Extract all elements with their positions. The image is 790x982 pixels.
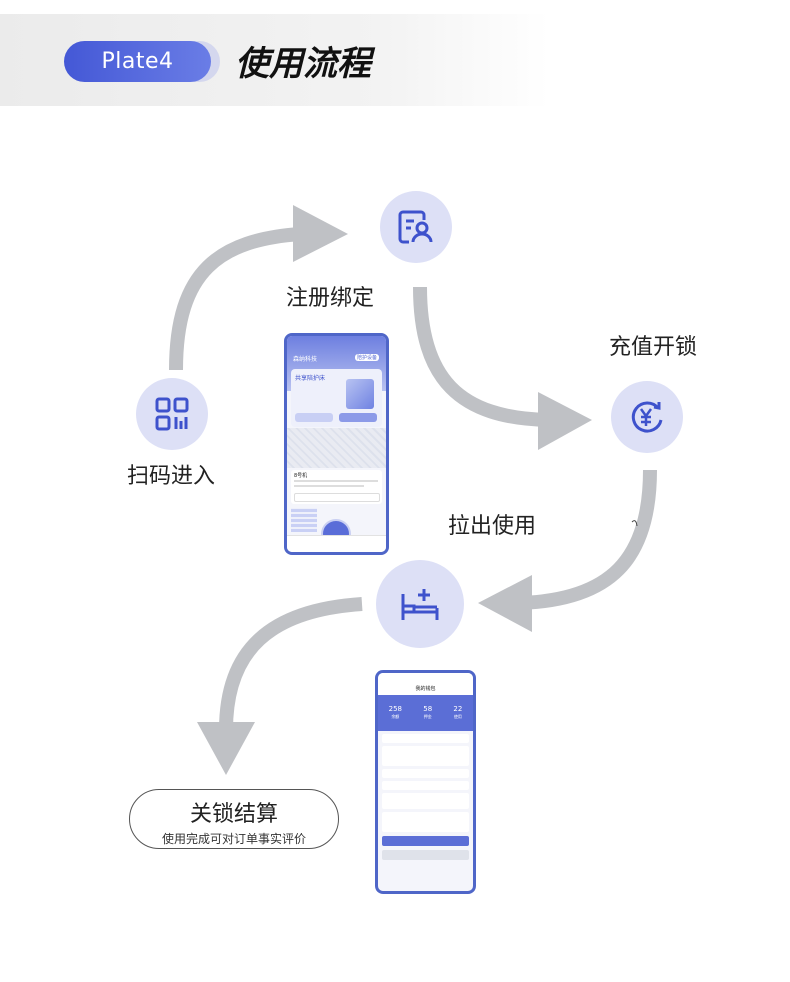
phone-order-statusbar	[378, 673, 473, 685]
phone-home-tabbar	[287, 535, 386, 552]
phone-home-chip-left	[295, 413, 333, 422]
arrowhead-recharge	[538, 392, 592, 450]
pullout-label: 拉出使用	[448, 514, 537, 539]
phone-home-button: 陪护设备	[355, 354, 380, 361]
id-card-user-icon	[398, 210, 433, 244]
phone-order-row	[382, 734, 469, 743]
arrow-scan-to-register	[169, 227, 301, 371]
phone-home-bed-no: 8号机	[294, 473, 308, 479]
phone-home-mockup: 森纳科技 陪护设备 共享陪护床 8号机	[284, 333, 389, 555]
phone-home-info-row	[294, 493, 380, 502]
phone-order-row	[382, 793, 469, 809]
phone-home-illustration	[346, 379, 374, 409]
phone-home-banner: 共享陪护床	[291, 369, 382, 427]
phone-order-row	[382, 769, 469, 778]
arrow-register-to-recharge	[413, 286, 549, 427]
register-step-circle	[380, 191, 452, 263]
phone-home-chip-right	[339, 413, 377, 422]
register-label: 注册绑定	[286, 286, 375, 311]
phone-home-banner-text: 共享陪护床	[295, 375, 326, 382]
recharge-label: 充值开锁	[609, 335, 698, 360]
arrowhead-end	[197, 722, 255, 775]
qr-code-icon	[155, 397, 189, 431]
arrowhead-register	[293, 205, 348, 262]
yen-cycle-icon	[631, 401, 663, 433]
arrowhead-pullout	[478, 575, 532, 632]
phone-order-title: 我的钱包	[378, 685, 473, 695]
pullout-step-circle	[376, 560, 464, 648]
arrow-recharge-to-pullout	[519, 469, 657, 610]
scan-label: 扫码进入	[127, 464, 216, 489]
phone-order-pay-options	[382, 746, 469, 766]
phone-home-thumb	[291, 508, 317, 532]
phone-home-info-line2	[294, 485, 364, 487]
end-step-subtitle: 使用完成可对订单事实评价	[161, 832, 306, 846]
phone-order-row	[382, 781, 469, 790]
small-mark	[631, 520, 638, 527]
arrow-pullout-to-end	[219, 597, 363, 731]
phone-order-primary-button	[382, 836, 469, 846]
phone-order-secondary-button	[382, 850, 469, 860]
phone-order-note	[382, 812, 469, 832]
phone-home-brand: 森纳科技	[293, 356, 318, 363]
plate-badge: Plate4	[64, 41, 211, 82]
end-step-title: 关锁结算	[189, 802, 278, 827]
end-step-box: 关锁结算 使用完成可对订单事实评价	[129, 789, 339, 849]
recharge-step-circle	[611, 381, 683, 453]
scan-step-circle	[136, 378, 208, 450]
page-title: 使用流程	[235, 44, 371, 84]
phone-home-info-line1	[294, 480, 378, 482]
phone-home-map	[287, 428, 386, 468]
bed-add-icon	[401, 589, 439, 620]
phone-home-screen: 森纳科技 陪护设备 共享陪护床 8号机	[287, 336, 386, 552]
phone-home-info-card: 8号机	[291, 470, 382, 504]
